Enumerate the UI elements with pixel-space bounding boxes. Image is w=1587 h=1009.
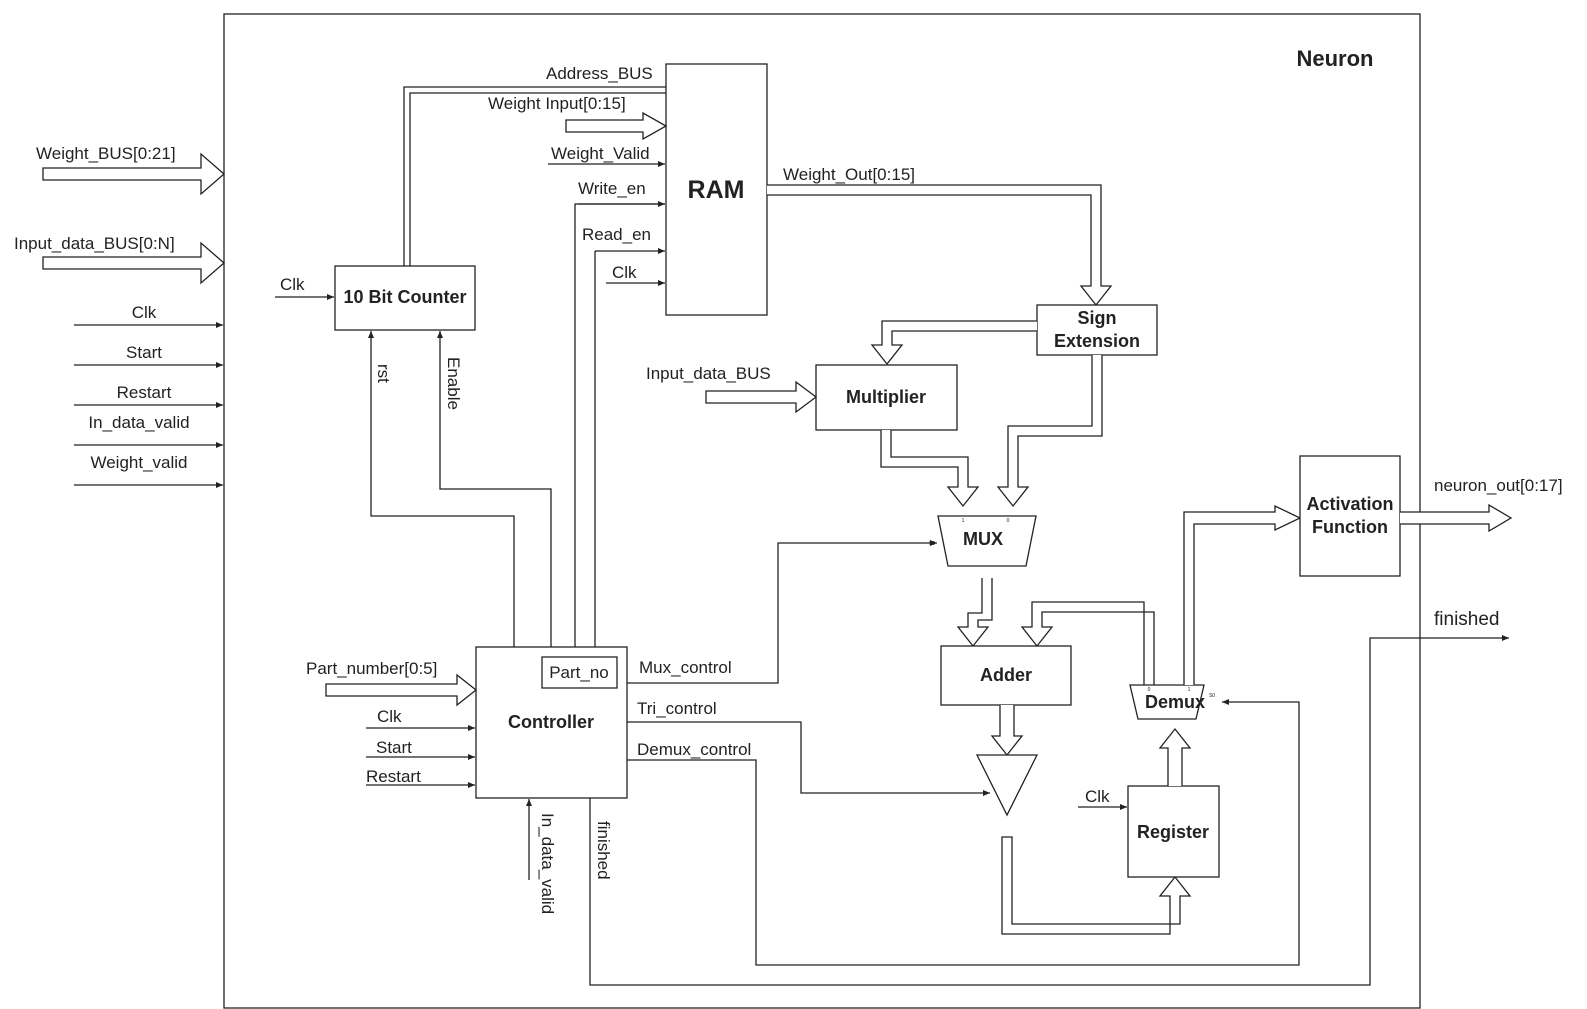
ram-clk-label: Clk: [612, 263, 637, 282]
weight-valid-input-label: Weight_valid: [90, 453, 187, 472]
demux-name: Demux: [1145, 692, 1205, 712]
ram-box: [665, 63, 768, 316]
activation-block: Activation Function neuron_out[0:17]: [1299, 455, 1563, 577]
neuron-frame: [223, 13, 1421, 1009]
finished-output-label: finished: [1434, 609, 1500, 630]
demux-sel: S0: [1209, 693, 1215, 699]
weight-input-arrow: [565, 111, 668, 141]
multiplier-block: Multiplier Input_data_BUS: [646, 364, 980, 508]
counter-enable-wire: [437, 331, 552, 647]
multiplier-to-mux-bus: [880, 430, 980, 508]
activation-line2: Function: [1312, 517, 1388, 537]
adder-name: Adder: [980, 665, 1032, 685]
register-block: Register Clk: [1078, 727, 1220, 878]
activation-line1: Activation: [1306, 494, 1393, 514]
multiplier-input-arrow: [705, 380, 818, 414]
adder-box: [940, 645, 1072, 706]
restart-input-label: Restart: [117, 383, 172, 402]
tri-control-label: Tri_control: [637, 699, 717, 718]
counter-rst-wire: [368, 331, 515, 647]
sign-ext-to-multiplier-bus: [870, 320, 1037, 366]
weight-input-label: Weight Input[0:15]: [488, 94, 626, 113]
demux-block: Demux 0 1 S0: [1129, 504, 1302, 720]
part-no-box: [541, 656, 618, 689]
weight-bus-label: Weight_BUS[0:21]: [36, 144, 176, 163]
controller-name: Controller: [508, 712, 594, 732]
demux-pin1: 1: [1188, 687, 1191, 693]
ram-block: RAM Address_BUS Weight Input[0:15] Weigh…: [488, 63, 1113, 316]
register-to-demux-bus: [1158, 727, 1192, 786]
counter-box: [334, 265, 476, 331]
input-data-bus-arrow: [42, 241, 225, 285]
address-bus-label: Address_BUS: [546, 64, 653, 83]
controller-write-en-wire: [574, 203, 665, 647]
multiplier-box: [815, 364, 958, 431]
part-no-label: Part_no: [549, 663, 609, 682]
sign-extension-line1: Sign: [1078, 308, 1117, 328]
demux-control-label: Demux_control: [637, 740, 751, 759]
mux-name: MUX: [963, 529, 1003, 549]
multiplier-input-label: Input_data_BUS: [646, 364, 771, 383]
input-data-bus-label: Input_data_BUS[0:N]: [14, 234, 175, 253]
controller-block: Controller Part_no Part_number[0:5] Clk …: [306, 203, 1509, 986]
external-inputs: Weight_BUS[0:21] Input_data_BUS[0:N] Clk…: [14, 144, 225, 488]
demux-pin0: 0: [1148, 687, 1151, 693]
controller-start-label: Start: [376, 738, 412, 757]
counter-name: 10 Bit Counter: [343, 287, 466, 307]
demux-control-wire: [627, 699, 1300, 966]
adder-block: Adder: [940, 601, 1155, 757]
register-box: [1127, 785, 1220, 878]
address-bus-wire: [403, 86, 666, 266]
neuron-out-label: neuron_out[0:17]: [1434, 476, 1563, 495]
start-input-label: Start: [126, 343, 162, 362]
controller-restart-label: Restart: [366, 767, 421, 786]
neuron-out-arrow: [1400, 503, 1513, 533]
counter-enable-label: Enable: [444, 357, 463, 410]
weight-bus-arrow: [42, 152, 225, 196]
buffer-to-register-bus: [1001, 836, 1192, 935]
register-clk-label: Clk: [1085, 787, 1110, 806]
mux-block: MUX 1 0 S0: [929, 515, 1037, 648]
mux-sel: S0: [929, 541, 935, 547]
sign-ext-to-mux-bus: [996, 355, 1103, 508]
finished-wire: [589, 635, 1509, 986]
mux-shape: [937, 515, 1037, 567]
controller-finished-label: finished: [594, 821, 613, 880]
sign-extension-line2: Extension: [1054, 331, 1140, 351]
ram-name: RAM: [688, 176, 745, 204]
mux-control-label: Mux_control: [639, 658, 732, 677]
mux-control-wire: [627, 540, 937, 684]
part-number-label: Part_number[0:5]: [306, 659, 437, 678]
multiplier-name: Multiplier: [846, 387, 926, 407]
part-number-arrow: [325, 673, 478, 707]
demux-feedback-bus: [1020, 601, 1155, 685]
tri-control-wire: [627, 721, 990, 796]
register-name: Register: [1137, 822, 1209, 842]
weight-out-label: Weight_Out[0:15]: [783, 165, 915, 184]
demux-shape: [1129, 684, 1205, 720]
ram-weight-valid-label: Weight_Valid: [551, 144, 650, 163]
mux-pin1: 1: [962, 518, 965, 524]
read-en-label: Read_en: [582, 225, 651, 244]
sign-extension-block: Sign Extension: [870, 304, 1158, 508]
mux-pin0: 0: [1007, 518, 1010, 524]
neuron-title: Neuron: [1297, 46, 1374, 71]
clk-input-label: Clk: [132, 303, 157, 322]
write-en-label: Write_en: [578, 179, 646, 198]
counter-block: 10 Bit Counter Clk: [275, 86, 666, 331]
controller-clk-label: Clk: [377, 707, 402, 726]
counter-rst-label: rst: [374, 364, 393, 383]
activation-box: [1299, 455, 1401, 577]
in-data-valid-input-label: In_data_valid: [88, 413, 189, 432]
controller-in-data-valid-label: In_data_valid: [538, 813, 557, 914]
tristate-buffer-block: [975, 754, 1192, 935]
tristate-buffer-shape: [975, 754, 1039, 817]
counter-clk-label: Clk: [280, 275, 305, 294]
